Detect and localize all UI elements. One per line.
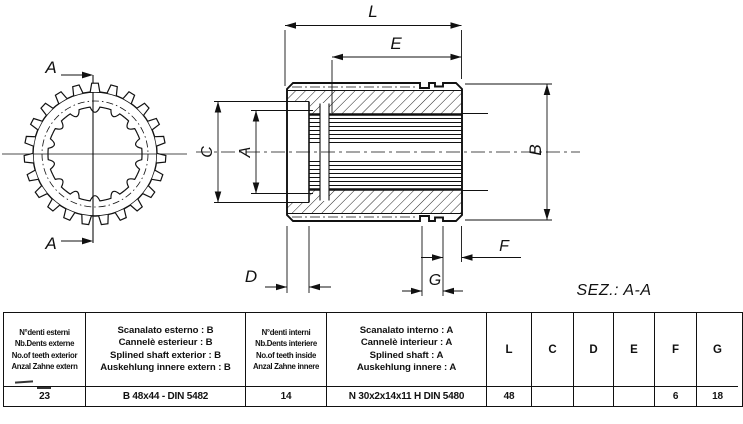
section-view: L E C A B [196, 2, 651, 299]
dim-label-b: B [526, 144, 545, 155]
dim-label-g: G [429, 272, 441, 289]
dim-F: F [421, 226, 521, 262]
spline-spec-table: N°denti esterni Nb.Dents externe No.of t… [3, 312, 743, 407]
pitch-circle [41, 100, 149, 208]
value-dim-f: 6 [655, 387, 697, 406]
dim-L: L [284, 2, 462, 86]
header-dim-l: L [487, 313, 532, 387]
value-splined-shaft-interior: N 30x2x14x11 H DIN 5480 [327, 387, 487, 406]
technical-drawing: A A [2, 2, 651, 299]
internal-spline-lines [309, 113, 462, 191]
hatch-areas [287, 90, 462, 214]
value-dim-c [532, 387, 574, 406]
dim-label-d: D [245, 267, 257, 286]
value-splined-shaft-exterior: B 48x44 - DIN 5482 [86, 387, 246, 406]
dim-label-f: F [499, 238, 510, 255]
header-teeth-exterior: N°denti esterni Nb.Dents externe No.of t… [4, 313, 86, 387]
value-dim-d [574, 387, 614, 406]
dim-G: G [402, 226, 463, 296]
value-dim-e [614, 387, 655, 406]
value-dim-l: 48 [487, 387, 532, 406]
cut-arrow-top [61, 71, 93, 79]
header-teeth-inside: N°denti interni Nb.Dents interiere No.of… [246, 313, 327, 387]
value-dim-g: 18 [712, 391, 723, 402]
stray-mark [37, 387, 51, 389]
dim-label-e: E [390, 34, 402, 53]
dim-E: E [331, 34, 462, 113]
cut-label-top: A [44, 58, 56, 77]
section-view-title: SEZ.: A-A [576, 282, 651, 299]
header-dim-f: F [655, 313, 697, 387]
header-splined-shaft-exterior: Scanalato esterno : B Cannelè esterieur … [86, 313, 246, 387]
header-dim-e: E [614, 313, 655, 387]
value-teeth-inside: 14 [246, 387, 327, 406]
dim-B: B [465, 83, 552, 221]
outer-contour [286, 82, 463, 222]
header-splined-shaft-interior: Scanalato interno : A Cannelè interieur … [327, 313, 487, 387]
header-dim-c: C [532, 313, 574, 387]
dim-D: D [245, 226, 331, 293]
cut-label-bottom: A [44, 234, 56, 253]
dim-A: A [237, 110, 313, 194]
header-dim-d: D [574, 313, 614, 387]
dim-C: C [199, 101, 222, 203]
header-dim-g: G [697, 313, 738, 387]
dim-label-a: A [237, 147, 254, 159]
dim-label-l: L [368, 2, 377, 21]
gear-profile [23, 82, 167, 226]
value-teeth-exterior: 23 [4, 387, 86, 406]
dim-label-c: C [199, 146, 216, 158]
cut-arrow-bottom [61, 237, 93, 245]
front-view-gear: A A [2, 58, 187, 253]
